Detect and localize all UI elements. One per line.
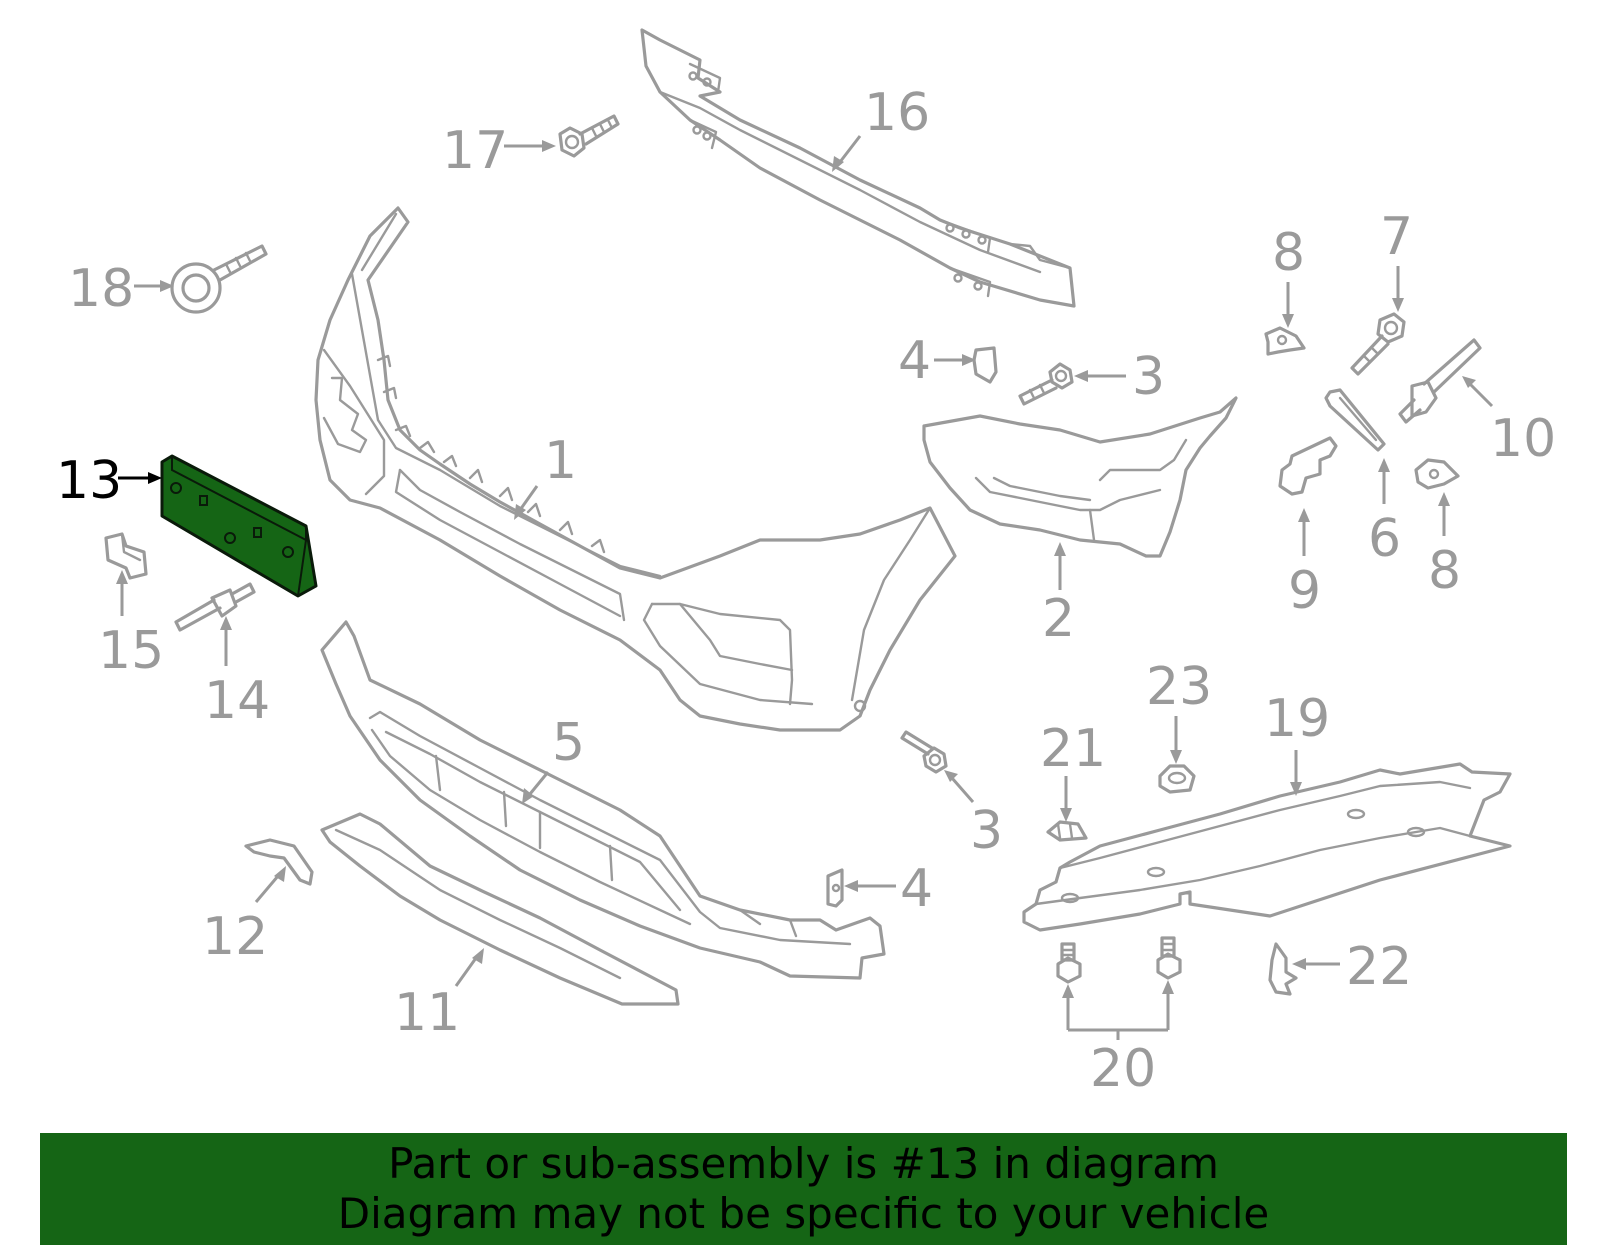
part-21-clip[interactable] bbox=[1046, 820, 1088, 842]
part-15-clip[interactable] bbox=[104, 532, 148, 580]
callout-21: 21 bbox=[1040, 719, 1106, 779]
callout-2: 2 bbox=[1042, 589, 1075, 649]
part-9-clip[interactable] bbox=[1278, 436, 1338, 496]
callout-16: 16 bbox=[864, 83, 930, 143]
callout-3-upper: 3 bbox=[1132, 347, 1165, 407]
callout-5: 5 bbox=[552, 713, 585, 773]
callout-20: 20 bbox=[1090, 1039, 1156, 1099]
part-2-side-bracket[interactable] bbox=[922, 396, 1238, 558]
callout-9: 9 bbox=[1288, 561, 1321, 621]
callout-4-upper: 4 bbox=[898, 331, 931, 391]
part-6-bracket[interactable] bbox=[1324, 388, 1386, 452]
part-8-clip-right[interactable] bbox=[1414, 458, 1460, 490]
part-13-license-bracket[interactable] bbox=[160, 454, 318, 598]
part-4-clip-lower[interactable] bbox=[826, 868, 844, 908]
part-11-lower-strip[interactable] bbox=[320, 812, 680, 1006]
callout-8-right: 8 bbox=[1428, 541, 1461, 601]
callout-6: 6 bbox=[1368, 509, 1401, 569]
part-20-bolt-right[interactable] bbox=[1156, 936, 1182, 980]
callout-11: 11 bbox=[394, 983, 460, 1043]
part-3-bolt-lower[interactable] bbox=[900, 730, 948, 774]
callout-19: 19 bbox=[1264, 689, 1330, 749]
callout-8-upper: 8 bbox=[1272, 223, 1305, 283]
callout-17: 17 bbox=[442, 121, 508, 181]
info-banner: Part or sub-assembly is #13 in diagram D… bbox=[40, 1133, 1567, 1245]
part-16-reinforcement-beam[interactable] bbox=[640, 28, 1076, 308]
part-19-splash-shield[interactable] bbox=[1022, 762, 1512, 932]
part-12-bracket[interactable] bbox=[244, 838, 314, 886]
callout-7: 7 bbox=[1380, 207, 1413, 267]
part-8-clip-upper[interactable] bbox=[1264, 326, 1306, 356]
part-17-bolt[interactable] bbox=[558, 114, 620, 158]
callout-14: 14 bbox=[204, 671, 270, 731]
part-10-push-pin[interactable] bbox=[1398, 338, 1482, 424]
callout-15: 15 bbox=[98, 621, 164, 681]
part-18-tow-eye[interactable] bbox=[170, 244, 268, 314]
callout-18: 18 bbox=[68, 259, 134, 319]
banner-line-part-info: Part or sub-assembly is #13 in diagram bbox=[388, 1139, 1219, 1188]
part-1-bumper-cover[interactable] bbox=[314, 206, 957, 732]
part-5-lower-grille[interactable] bbox=[320, 620, 886, 980]
callout-13: 13 bbox=[56, 451, 122, 511]
callout-23: 23 bbox=[1146, 657, 1212, 717]
callout-4-lower: 4 bbox=[900, 859, 933, 919]
part-3-bolt-upper[interactable] bbox=[1018, 362, 1074, 406]
banner-line-disclaimer: Diagram may not be specific to your vehi… bbox=[337, 1189, 1270, 1238]
part-7-bolt[interactable] bbox=[1350, 312, 1406, 376]
callout-1: 1 bbox=[544, 431, 577, 491]
callout-3-lower: 3 bbox=[970, 801, 1003, 861]
part-20-bolt-left[interactable] bbox=[1056, 942, 1082, 984]
callout-labels: 1 2 3 3 4 4 5 6 7 8 8 9 10 11 12 13 14 1… bbox=[56, 83, 1556, 1099]
callout-10: 10 bbox=[1490, 409, 1556, 469]
callout-12: 12 bbox=[202, 907, 268, 967]
part-4-clip-upper[interactable] bbox=[972, 346, 998, 384]
part-22-push-clip[interactable] bbox=[1268, 942, 1298, 996]
callout-22: 22 bbox=[1346, 937, 1412, 997]
leader-lines bbox=[116, 135, 1494, 1040]
part-14-rivet[interactable] bbox=[174, 582, 256, 632]
part-23-nut[interactable] bbox=[1158, 764, 1196, 794]
